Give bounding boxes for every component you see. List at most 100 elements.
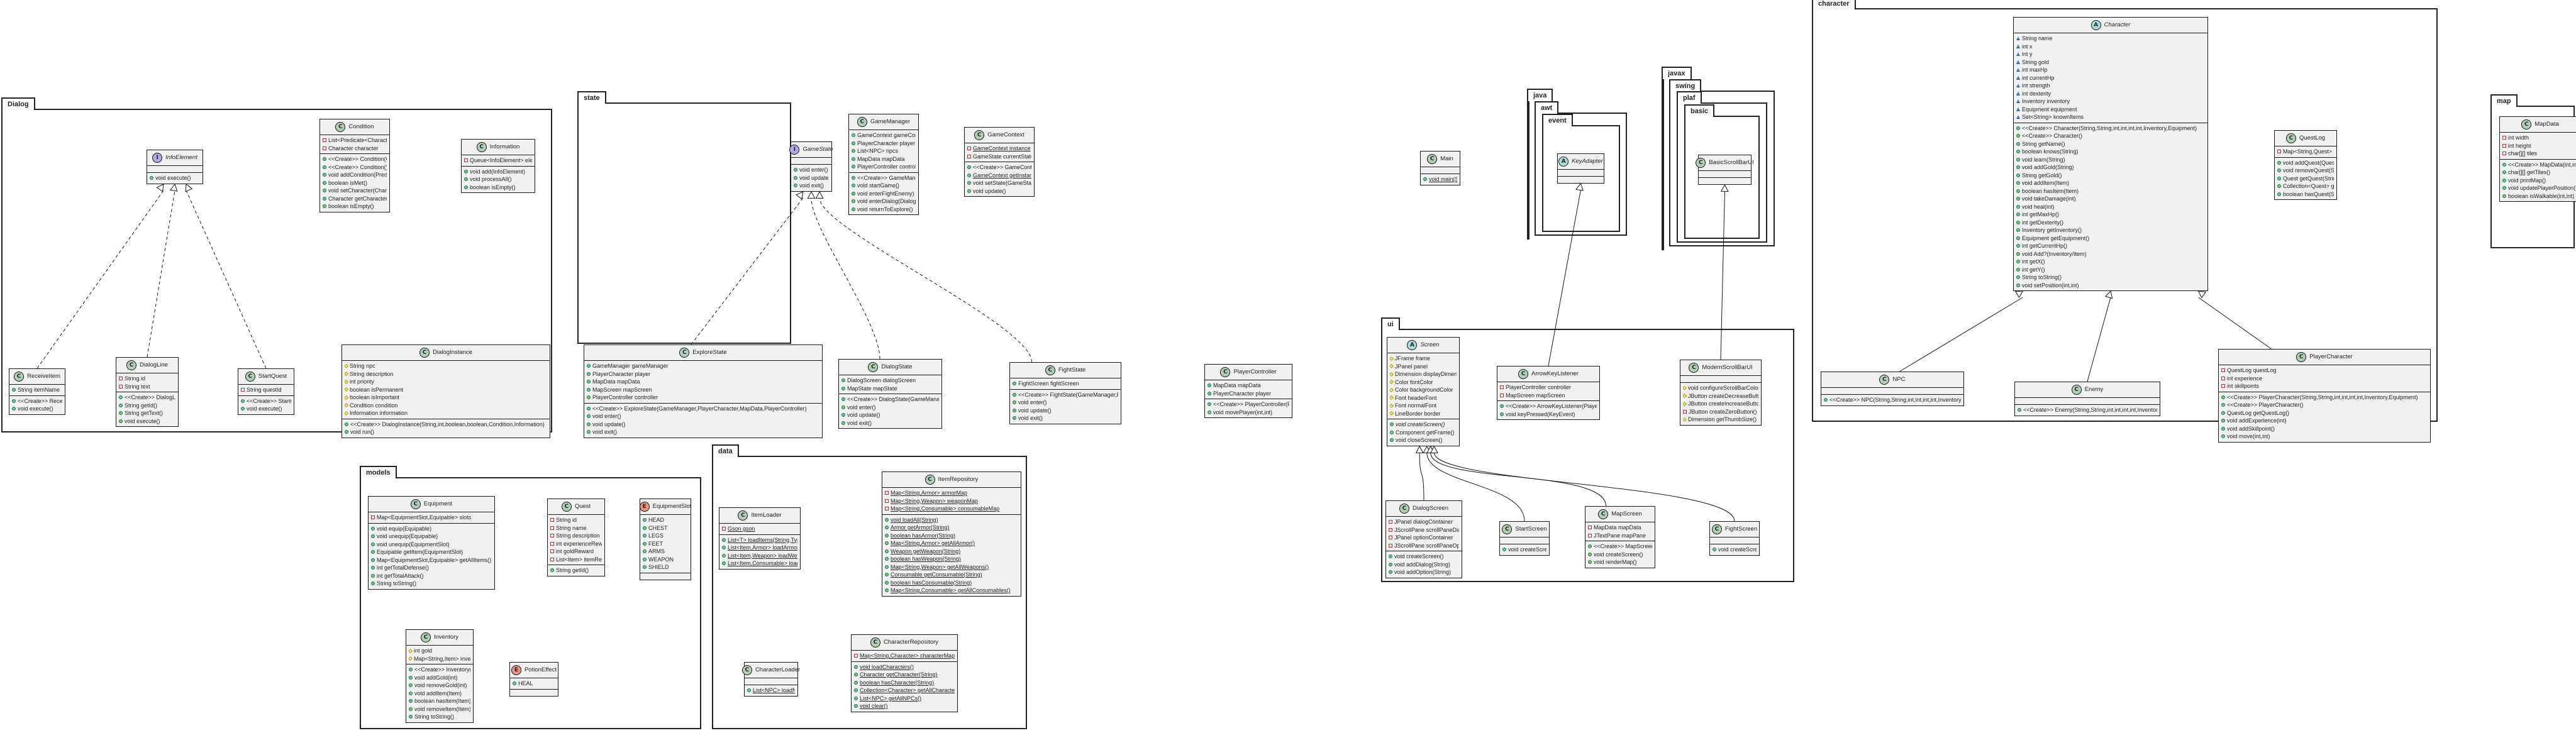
public-visibility-icon bbox=[1390, 430, 1394, 434]
member-text: int getY() bbox=[2022, 266, 2045, 273]
public-visibility-icon bbox=[885, 526, 889, 530]
class-icon: C bbox=[741, 665, 752, 675]
private-visibility-icon bbox=[550, 549, 554, 554]
class-methods: <<Create>> DialogInstance(String,int,boo… bbox=[342, 419, 550, 438]
member-text: void enter() bbox=[847, 404, 876, 411]
protected-visibility-icon bbox=[345, 403, 349, 408]
class-member: boolean hasItem(Item) bbox=[2016, 187, 2205, 196]
class-member: JTextPane mapPane bbox=[1588, 532, 1652, 540]
public-visibility-icon bbox=[2221, 419, 2225, 423]
class-fields bbox=[2015, 398, 2160, 405]
class-member: PlayerCharacter player bbox=[852, 140, 916, 148]
class-name: Quest bbox=[574, 502, 591, 510]
public-visibility-icon bbox=[513, 681, 516, 686]
member-text: String getGold() bbox=[2022, 172, 2062, 179]
member-text: void update() bbox=[1018, 407, 1052, 414]
package-label: models bbox=[360, 466, 397, 478]
class-name: Main bbox=[1440, 155, 1453, 162]
class-member: boolean isWalkable(int,int) bbox=[2502, 192, 2576, 201]
member-text: QuestLog getQuestLog() bbox=[2227, 409, 2290, 416]
class-name: DialogInstance bbox=[433, 348, 472, 356]
class-member: MapState mapState bbox=[841, 385, 939, 393]
class-member: JButton createIncreaseButton(int) bbox=[1683, 400, 1758, 408]
class-member: Character getCharacter(String) bbox=[854, 671, 955, 679]
class-methods: void configureScrollBarColors() JButton c… bbox=[1680, 383, 1761, 425]
class-methods bbox=[1699, 178, 1751, 184]
member-text: String npc bbox=[350, 363, 375, 369]
class-member: MapData mapData bbox=[1208, 382, 1289, 390]
class-fields: String itemName bbox=[9, 385, 65, 396]
private-visibility-icon bbox=[2221, 368, 2225, 373]
public-visibility-icon bbox=[371, 542, 375, 546]
protected-visibility-icon bbox=[345, 411, 349, 416]
public-visibility-icon bbox=[1502, 548, 1506, 552]
class-methods: <<Create>> StartQuest(String)void execut… bbox=[238, 396, 294, 414]
class-icon: C bbox=[476, 142, 487, 152]
public-visibility-icon bbox=[722, 553, 726, 558]
public-visibility-icon bbox=[2016, 251, 2020, 256]
class-fields bbox=[1558, 170, 1604, 177]
class-name: ModernScrollBarUI bbox=[1702, 363, 1753, 371]
member-text: String getId() bbox=[556, 567, 589, 573]
class-member: void createScreen() bbox=[1389, 553, 1459, 561]
member-text: <<Create>> DialogState(GameManager,Dialo… bbox=[847, 396, 939, 402]
class-name: CharacterLoader bbox=[755, 666, 801, 673]
member-text: Weapon getWeapon(String) bbox=[891, 548, 961, 554]
class-icon: C bbox=[1399, 504, 1409, 514]
class-name: DialogLine bbox=[140, 361, 168, 368]
member-text: void keyPressed(KeyEvent) bbox=[1506, 411, 1575, 417]
public-visibility-icon bbox=[1713, 548, 1716, 552]
class-fields bbox=[1710, 537, 1759, 544]
private-visibility-icon bbox=[885, 499, 889, 503]
member-text: void configureScrollBarColors() bbox=[1688, 385, 1758, 391]
member-text: HEAL bbox=[518, 680, 533, 686]
member-text: Map<String,Weapon> weaponMap bbox=[891, 497, 978, 504]
class-member: JPanel dialogContainer bbox=[1389, 518, 1459, 526]
protected-visibility-icon bbox=[1390, 411, 1394, 416]
package-visibility-icon bbox=[2016, 44, 2020, 48]
member-text: String getName() bbox=[2022, 140, 2065, 147]
class-name: Information bbox=[489, 143, 520, 150]
class-member: int currentHp bbox=[2016, 74, 2205, 82]
private-visibility-icon bbox=[2502, 152, 2506, 156]
class-member: int getMaxHp() bbox=[2016, 211, 2205, 219]
class-member: void configureScrollBarColors() bbox=[1683, 384, 1758, 392]
member-text: void enterFightEnemy) bbox=[857, 190, 914, 197]
class-member: void unequip(EquipmentSlot) bbox=[371, 541, 492, 549]
class-member: Dimension displayDimensions bbox=[1390, 370, 1457, 378]
member-text: FightScreen fightScreen bbox=[1018, 380, 1079, 387]
class-member: GameContext gameContext bbox=[852, 131, 916, 140]
class-fields bbox=[1699, 171, 1751, 178]
class-member: Consumable getConsumable(String) bbox=[885, 571, 1018, 579]
package-event: event bbox=[1542, 114, 1620, 232]
class-member: void main(String[]) bbox=[1423, 175, 1457, 184]
member-text: <<Create>> Enemy(String,String,int,int,i… bbox=[2023, 407, 2157, 413]
package-label: basic bbox=[1684, 104, 1715, 117]
public-visibility-icon bbox=[643, 526, 647, 530]
member-text: GameManager gameManager bbox=[592, 363, 669, 369]
private-visibility-icon bbox=[1389, 543, 1392, 548]
member-text: Color backgroundColor bbox=[1395, 387, 1453, 393]
public-visibility-icon bbox=[119, 403, 123, 407]
member-text: void execute() bbox=[125, 417, 160, 424]
public-visibility-icon bbox=[885, 588, 889, 593]
package-label: event bbox=[1542, 114, 1573, 126]
member-text: boolean isWalkable(int,int) bbox=[2508, 192, 2575, 199]
class-icon: C bbox=[410, 499, 421, 509]
member-text: void enter() bbox=[1018, 399, 1047, 405]
public-visibility-icon bbox=[241, 407, 245, 411]
class-member: void addExperience(int) bbox=[2221, 417, 2428, 425]
class-member: void keyPressed(KeyEvent) bbox=[1500, 411, 1597, 419]
public-visibility-icon bbox=[841, 397, 845, 402]
public-visibility-icon bbox=[885, 541, 889, 546]
class-member: Equipment getEquipment() bbox=[2016, 234, 2205, 243]
class-member: Condition condition bbox=[345, 402, 547, 410]
class-member: void updatePlayerPosition(PlayerCharacte… bbox=[2502, 184, 2576, 192]
